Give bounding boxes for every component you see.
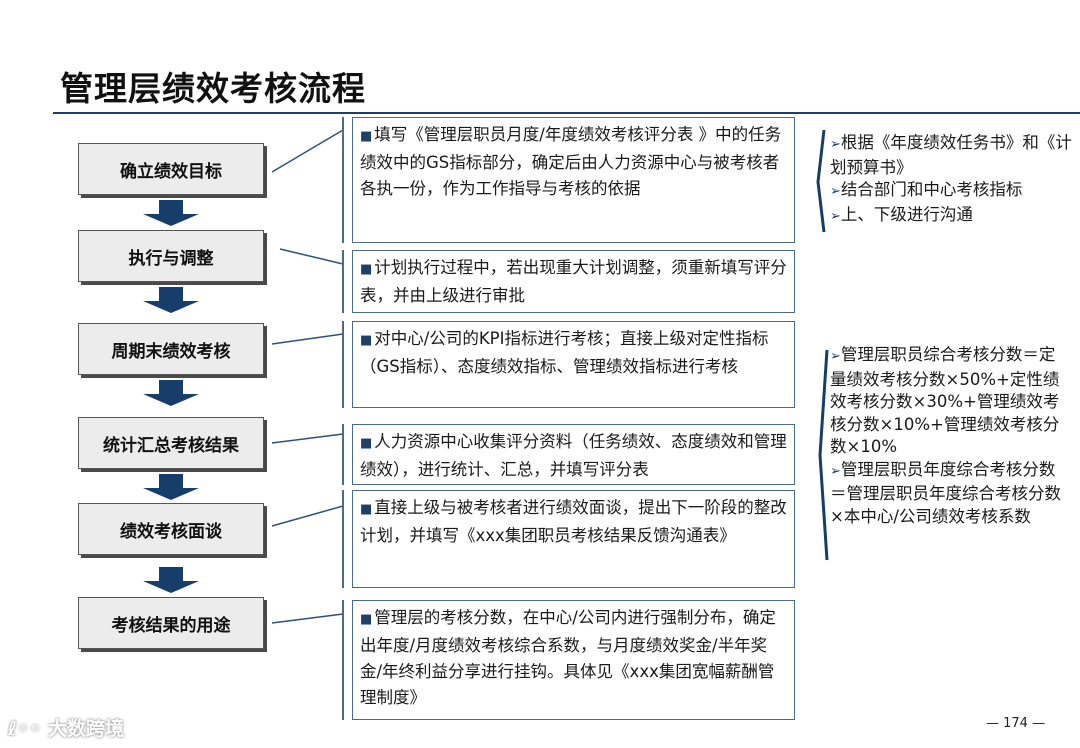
step-label: 执行与调整 bbox=[128, 248, 214, 269]
description-text: 对中心/公司的KPI指标进行考核；直接上级对定性指标（GS指标）、态度绩效指标、… bbox=[360, 329, 769, 376]
note-item: ➢结合部门和中心考核指标 bbox=[830, 179, 1075, 204]
note-text: 管理层职员综合考核分数＝定量绩效考核分数×50%+定性绩效考核分数×30%+管理… bbox=[830, 345, 1060, 456]
logo-icon: ℓ◦◦ bbox=[8, 718, 48, 740]
description-review-interview: ■直接上级与被考核者进行绩效面谈，提出下一阶段的整改计划，并填写《xxx集团职员… bbox=[352, 490, 795, 588]
note-text: 管理层职员年度综合考核分数＝管理层职员年度综合考核分数×本中心/公司绩效考核系数 bbox=[830, 459, 1061, 526]
step-label: 绩效考核面谈 bbox=[120, 521, 222, 542]
triangle-bullet-icon: ➢ bbox=[830, 349, 841, 364]
logo-text: 大数跨境 bbox=[47, 718, 124, 740]
description-text: 直接上级与被考核者进行绩效面谈，提出下一阶段的整改计划，并填写《xxx集团职员考… bbox=[360, 498, 787, 545]
triangle-bullet-icon: ➢ bbox=[830, 184, 841, 199]
down-arrow-icon bbox=[143, 474, 199, 500]
description-execute-adjust: ■计划执行过程中，若出现重大计划调整，须重新填写评分表，并由上级进行审批 bbox=[352, 250, 795, 313]
down-arrow-icon bbox=[143, 380, 199, 406]
triangle-bullet-icon: ➢ bbox=[830, 208, 841, 224]
note-text: 上、下级进行沟通 bbox=[840, 204, 973, 224]
step-label: 统计汇总考核结果 bbox=[103, 435, 239, 456]
description-set-goals: ■填写《管理层职员月度/年度绩效考核评分表 》中的任务绩效中的GS指标部分，确定… bbox=[352, 117, 795, 243]
notes-score-formula: ➢管理层职员综合考核分数＝定量绩效考核分数×50%+定性绩效考核分数×30%+管… bbox=[830, 344, 1070, 528]
step-summarize-results: 统计汇总考核结果 bbox=[78, 417, 264, 469]
page-number: — 174 — bbox=[986, 716, 1046, 731]
step-period-end-review: 周期末绩效考核 bbox=[78, 323, 264, 375]
down-arrow-icon bbox=[143, 287, 199, 313]
note-item: ➢管理层职员综合考核分数＝定量绩效考核分数×50%+定性绩效考核分数×30%+管… bbox=[830, 344, 1070, 459]
step-label: 考核结果的用途 bbox=[111, 615, 231, 636]
bullet-square-icon: ■ bbox=[360, 612, 373, 627]
down-arrow-icon bbox=[143, 200, 199, 226]
bullet-square-icon: ■ bbox=[360, 333, 373, 348]
step-label: 确立绩效目标 bbox=[120, 161, 222, 182]
step-label: 周期末绩效考核 bbox=[111, 341, 231, 362]
step-set-goals: 确立绩效目标 bbox=[78, 143, 264, 195]
triangle-bullet-icon: ➢ bbox=[830, 137, 841, 152]
watermark-logo: ℓ◦◦ 大数跨境 bbox=[8, 714, 124, 741]
description-text: 填写《管理层职员月度/年度绩效考核评分表 》中的任务绩效中的GS指标部分，确定后… bbox=[360, 125, 782, 198]
bullet-square-icon: ■ bbox=[360, 129, 373, 144]
step-execute-adjust: 执行与调整 bbox=[78, 230, 264, 282]
description-summarize-results: ■人力资源中心收集评分资料（任务绩效、态度绩效和管理绩效），进行统计、汇总，并填… bbox=[352, 424, 795, 485]
notes-goal-basis: ➢根据《年度绩效任务书》和《计划预算书》 ➢结合部门和中心考核指标 ➢上、下级进… bbox=[830, 132, 1075, 228]
description-result-usage: ■管理层的考核分数，在中心/公司内进行强制分布，确定出年度/月度绩效考核综合系数… bbox=[352, 600, 795, 720]
step-result-usage: 考核结果的用途 bbox=[78, 597, 264, 649]
description-period-end-review: ■对中心/公司的KPI指标进行考核；直接上级对定性指标（GS指标）、态度绩效指标… bbox=[352, 321, 795, 408]
bullet-square-icon: ■ bbox=[360, 262, 373, 277]
note-text: 结合部门和中心考核指标 bbox=[840, 180, 1023, 199]
description-text: 计划执行过程中，若出现重大计划调整，须重新填写评分表，并由上级进行审批 bbox=[360, 258, 787, 305]
page-title: 管理层绩效考核流程 bbox=[60, 69, 366, 108]
triangle-bullet-icon: ➢ bbox=[830, 463, 841, 479]
note-item: ➢根据《年度绩效任务书》和《计划预算书》 bbox=[830, 132, 1075, 179]
title-divider bbox=[53, 112, 1080, 114]
note-item: ➢管理层职员年度综合考核分数＝管理层职员年度综合考核分数×本中心/公司绩效考核系… bbox=[830, 459, 1070, 529]
note-text: 根据《年度绩效任务书》和《计划预算书》 bbox=[830, 133, 1072, 177]
bullet-square-icon: ■ bbox=[360, 436, 373, 451]
note-item: ➢上、下级进行沟通 bbox=[830, 204, 1075, 229]
description-text: 人力资源中心收集评分资料（任务绩效、态度绩效和管理绩效），进行统计、汇总，并填写… bbox=[360, 432, 787, 479]
down-arrow-icon bbox=[143, 567, 199, 593]
description-text: 管理层的考核分数，在中心/公司内进行强制分布，确定出年度/月度绩效考核综合系数，… bbox=[360, 608, 776, 707]
step-review-interview: 绩效考核面谈 bbox=[78, 503, 264, 555]
bullet-square-icon: ■ bbox=[360, 502, 373, 517]
